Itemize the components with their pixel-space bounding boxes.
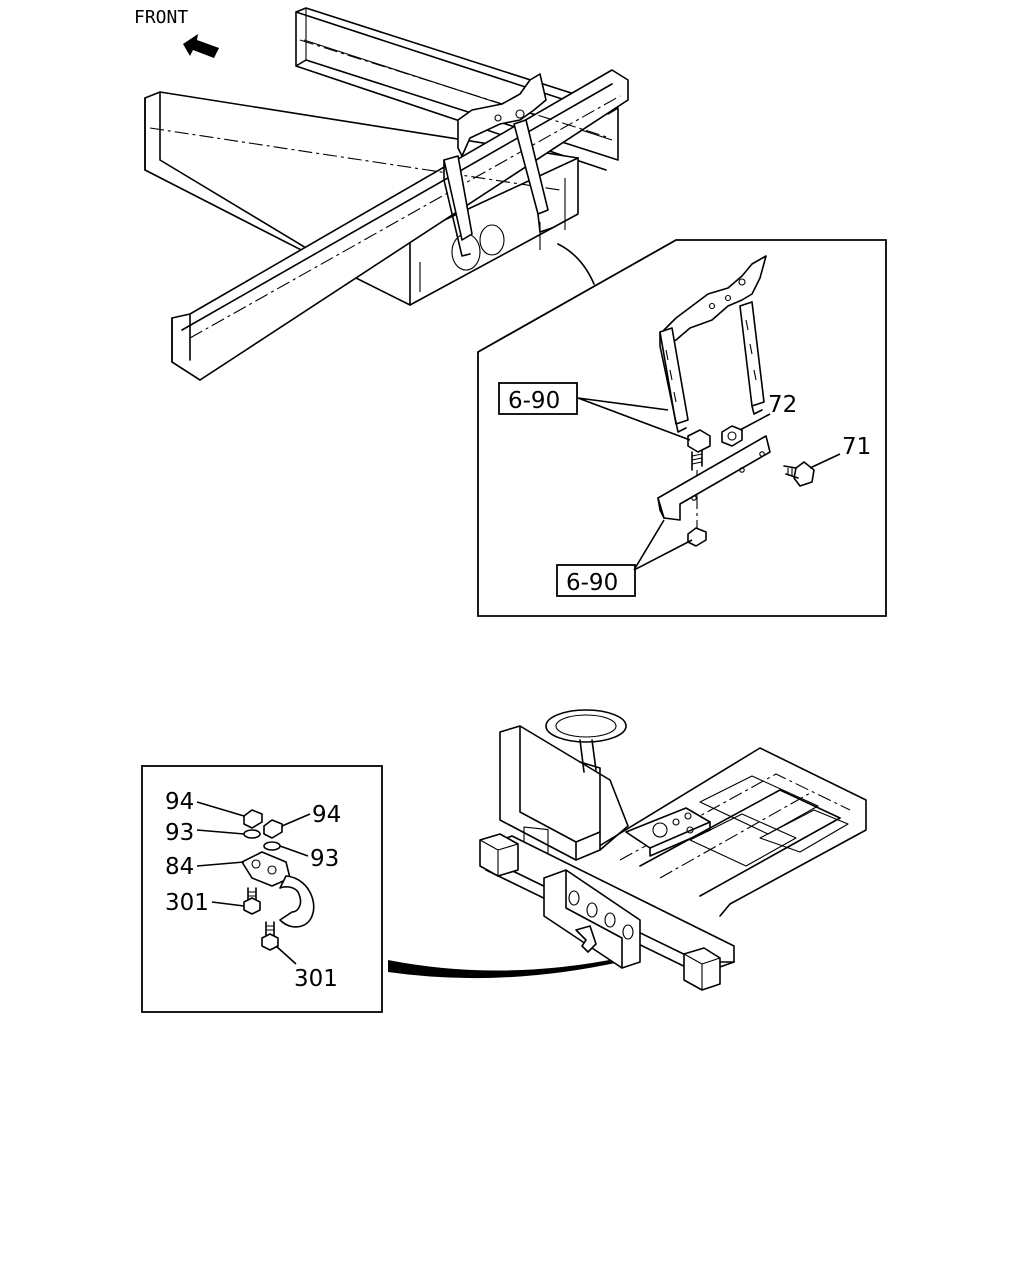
front-label: FRONT (134, 7, 188, 28)
part-93-right-label: 93 (310, 846, 339, 872)
part-71-label: 71 (842, 434, 871, 460)
nut-72 (721, 425, 743, 447)
vehicle-chassis (479, 709, 867, 991)
tow-hook-on-vehicle (575, 925, 597, 953)
part-94-right-label: 94 (312, 802, 341, 828)
washer-93-left (243, 829, 261, 839)
part-72-label: 72 (768, 392, 797, 418)
part-84-label: 84 (165, 854, 194, 880)
frame-assembly-top (144, 7, 629, 381)
nut-94-left (243, 809, 263, 829)
detail-pointer-arrow-top (557, 243, 595, 285)
nut-lower (687, 527, 707, 547)
detail-pointer-arrow-bottom (388, 958, 620, 979)
light-right (683, 947, 721, 991)
nut-94-right (263, 819, 283, 839)
part-94-left-label: 94 (165, 789, 194, 815)
bracket-detail (659, 255, 767, 433)
part-93-left-label: 93 (165, 820, 194, 846)
bolt-301-bottom (261, 921, 279, 951)
detail-box-lower: 94 94 93 93 84 301 301 (141, 765, 383, 1013)
ref-box-6-90-upper (498, 382, 578, 415)
angle-bracket (657, 435, 771, 521)
ref-6-90-upper: 6-90 (508, 388, 560, 414)
bolt-301-left (243, 887, 261, 915)
front-arrow-icon (183, 34, 219, 58)
part-301-bottom-label: 301 (294, 966, 338, 992)
ref-6-90-lower: 6-90 (566, 570, 618, 596)
ref-box-6-90-lower (556, 564, 636, 597)
part-301-left-label: 301 (165, 890, 209, 916)
detail-box-upper: 6-90 6-90 72 71 (477, 239, 887, 617)
washer-93-right (263, 841, 281, 851)
bolt-71 (783, 461, 815, 487)
bracket-top (443, 73, 553, 257)
light-left (479, 833, 519, 877)
tow-hook-84 (241, 851, 315, 928)
